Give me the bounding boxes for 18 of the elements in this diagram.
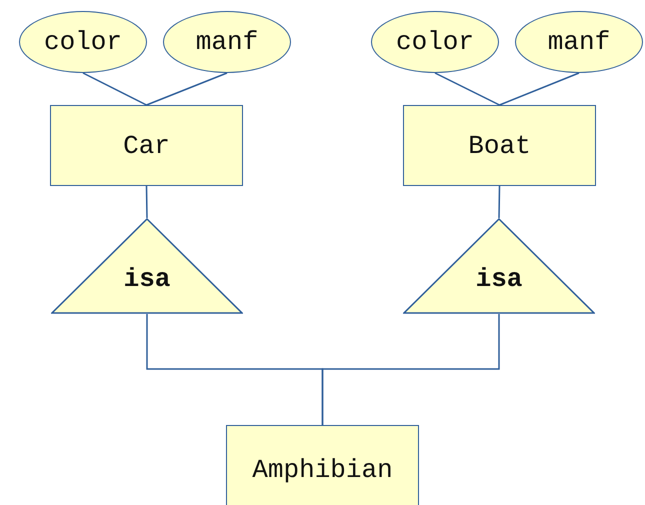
node-label: Amphibian: [252, 455, 393, 485]
connector-line: [322, 314, 500, 425]
node-label: isa: [476, 264, 522, 294]
entity-box: [403, 105, 596, 186]
connector-line: [82, 72, 147, 106]
node-label: isa: [124, 264, 170, 294]
node-label: manf: [196, 27, 258, 57]
node-label: Car: [123, 130, 170, 160]
node-label: manf: [548, 27, 610, 57]
entity-box: [50, 105, 243, 186]
node-label: color: [44, 27, 122, 57]
connector-line: [146, 72, 228, 106]
node-label: color: [396, 27, 474, 57]
node-label: Boat: [468, 130, 531, 160]
connector-line: [434, 72, 500, 106]
connector-line: [146, 186, 148, 218]
connector-line: [499, 72, 580, 106]
connector-line: [498, 186, 500, 218]
